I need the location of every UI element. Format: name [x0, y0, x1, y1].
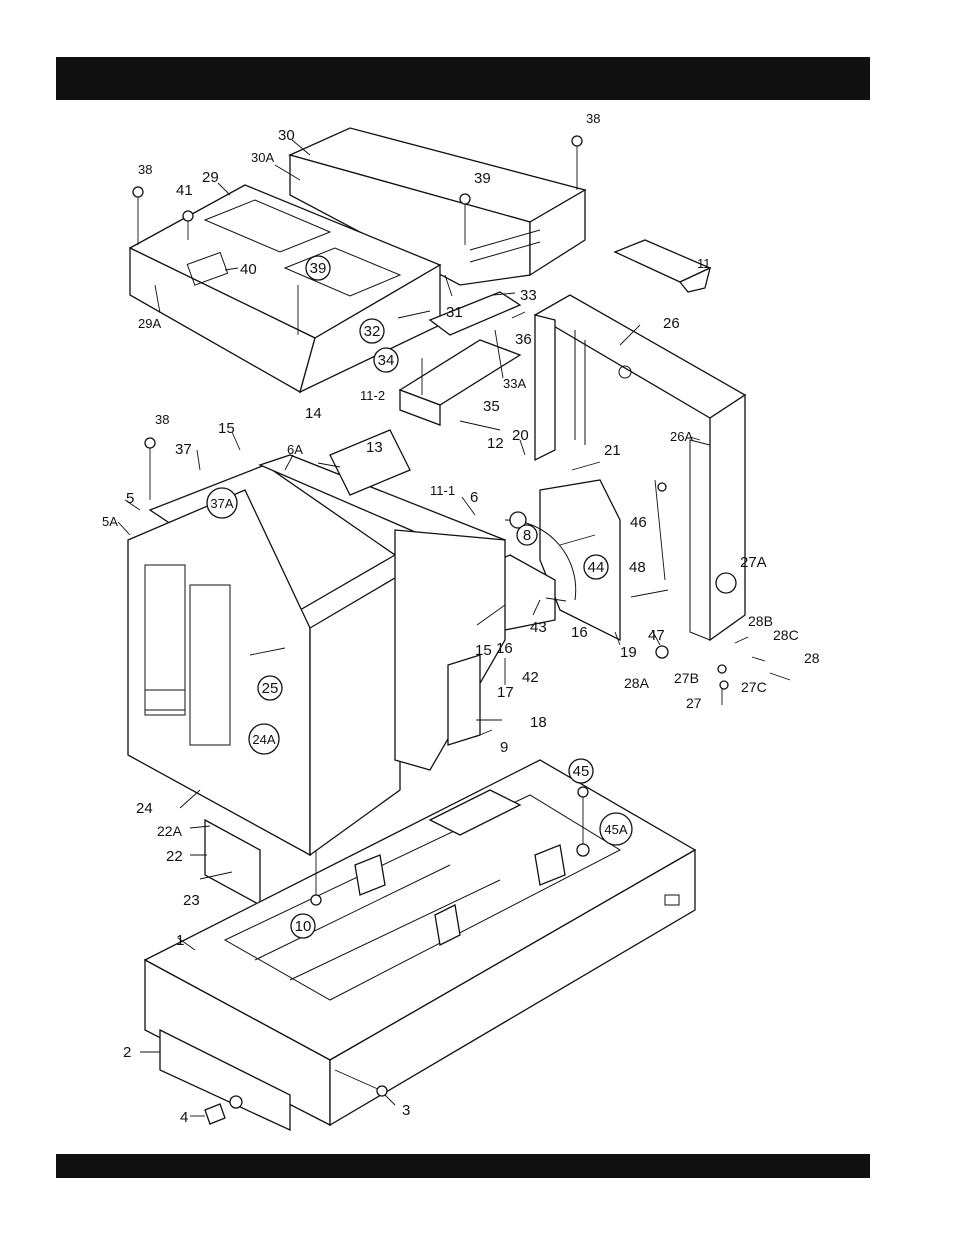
bracket-11: [615, 240, 710, 292]
callout-20: 20: [512, 427, 529, 444]
callout-42: 42: [522, 669, 539, 686]
callout-29: 29: [202, 169, 219, 186]
callout-33: 33: [520, 287, 537, 304]
callout-27c: 27C: [741, 679, 767, 695]
callout-15-top: 15: [218, 420, 235, 437]
callout-21: 21: [604, 442, 621, 459]
callout-41: 41: [176, 182, 193, 199]
callout-9: 9: [500, 739, 508, 756]
callout-12: 12: [487, 435, 504, 452]
callout-38-top-left: 38: [138, 162, 152, 177]
callout-27: 27: [686, 695, 702, 711]
callout-1: 1: [176, 932, 184, 949]
callout-15-mid: 15: [475, 642, 492, 659]
callout-43: 43: [530, 619, 547, 636]
callout-16-upper: 16: [571, 624, 588, 641]
callout-28c: 28C: [773, 627, 799, 643]
callout-28b: 28B: [748, 613, 773, 629]
callout-14: 14: [305, 405, 322, 422]
callout-11-1: 11-1: [430, 483, 455, 498]
callout-30a: 30A: [251, 150, 274, 165]
callout-28: 28: [804, 650, 820, 666]
callout-38-top-right: 38: [586, 111, 600, 126]
callout-23: 23: [183, 892, 200, 909]
callout-37a-circled: 37A: [210, 496, 233, 511]
callout-27b: 27B: [674, 670, 699, 686]
callout-6a: 6A: [287, 442, 303, 457]
callout-6: 6: [470, 489, 478, 506]
callout-45-circled: 45: [573, 763, 590, 780]
callout-45a-circled: 45A: [604, 822, 627, 837]
callout-31: 31: [446, 304, 463, 321]
callout-46: 46: [630, 514, 647, 531]
callout-24: 24: [136, 800, 153, 817]
callout-48: 48: [629, 559, 646, 576]
callout-19: 19: [620, 644, 637, 661]
control-box-24: [128, 465, 400, 855]
callout-17: 17: [497, 684, 514, 701]
callout-8-circled: 8: [523, 527, 531, 544]
callout-4: 4: [180, 1109, 188, 1126]
callout-36: 36: [515, 331, 532, 348]
callout-47: 47: [648, 627, 665, 644]
callout-29a: 29A: [138, 316, 161, 331]
callout-33a: 33A: [503, 376, 526, 391]
callout-13: 13: [366, 439, 383, 456]
callout-28a: 28A: [624, 675, 650, 691]
callout-27a: 27A: [740, 554, 767, 571]
callout-16-lower: 16: [496, 640, 513, 657]
callout-18: 18: [530, 714, 547, 731]
callout-22: 22: [166, 848, 183, 865]
callout-5a: 5A: [102, 514, 118, 529]
callout-10-circled: 10: [295, 918, 312, 935]
callout-2: 2: [123, 1044, 131, 1061]
callout-11-2: 11-2: [360, 388, 385, 403]
callout-39-circled: 39: [310, 260, 327, 277]
callout-34-circled: 34: [378, 352, 395, 369]
callout-26a: 26A: [670, 429, 693, 444]
callout-38-mid: 38: [155, 412, 169, 427]
callout-35: 35: [483, 398, 500, 415]
callout-44-circled: 44: [588, 559, 605, 576]
callout-11: 11: [697, 256, 711, 271]
callout-3: 3: [402, 1102, 410, 1119]
callout-24a-circled: 24A: [252, 732, 275, 747]
callout-32-circled: 32: [364, 323, 381, 340]
callout-39: 39: [474, 170, 491, 187]
callout-22a: 22A: [157, 823, 183, 839]
callout-5: 5: [126, 490, 134, 507]
callout-26: 26: [663, 315, 680, 332]
callout-40: 40: [240, 261, 257, 278]
door-22: [205, 820, 260, 905]
callout-30: 30: [278, 127, 295, 144]
callout-25-circled: 25: [262, 680, 279, 697]
callout-37: 37: [175, 441, 192, 458]
